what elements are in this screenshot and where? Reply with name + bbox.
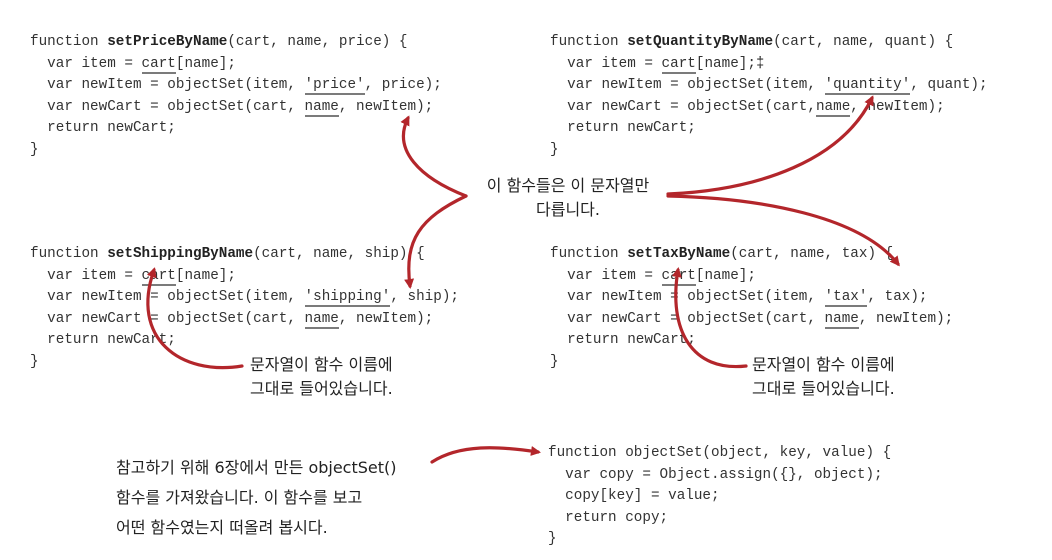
function-name: setQuantityByName bbox=[627, 34, 774, 50]
function-name: setPriceByName bbox=[107, 34, 228, 50]
code-text: [name]; bbox=[175, 267, 236, 284]
keyword-function: function bbox=[30, 34, 108, 50]
function-name: setShippingByName bbox=[107, 246, 254, 262]
annotation-line: 어떤 함수였는지 떠올려 봅시다. bbox=[116, 518, 328, 537]
keyword-function: function bbox=[550, 34, 628, 50]
code-text: var item = bbox=[30, 267, 142, 284]
code-line: var newCart = objectSet(cart, name, newI… bbox=[550, 309, 953, 331]
annotation-line: 그대로 들어있습니다. bbox=[250, 379, 393, 398]
function-name: setTaxByName bbox=[627, 246, 731, 262]
code-line: function setPriceByName(cart, name, pric… bbox=[30, 32, 442, 54]
code-line: function setTaxByName(cart, name, tax) { bbox=[550, 244, 953, 266]
code-text: [name];‡ bbox=[695, 55, 765, 72]
code-line: var newItem = objectSet(item, 'quantity'… bbox=[550, 75, 988, 97]
code-text: var item = bbox=[550, 267, 662, 284]
code-line: } bbox=[550, 141, 559, 158]
annotation-strings-differ: 이 함수들은 이 문자열만 다릅니다. bbox=[468, 174, 668, 222]
underlined-name: name bbox=[815, 98, 851, 117]
arrow-to-object-set bbox=[430, 446, 541, 464]
underlined-name: name bbox=[304, 310, 339, 329]
code-line: var newCart = objectSet(cart, name, newI… bbox=[30, 309, 459, 331]
function-params: (cart, name, tax) { bbox=[730, 246, 894, 262]
code-text: var newCart = objectSet(cart, bbox=[30, 98, 305, 115]
code-line: return newCart; bbox=[30, 120, 176, 136]
code-text: , newItem); bbox=[338, 98, 434, 115]
annotation-string-in-name-right: 문자열이 함수 이름에 그대로 들어있습니다. bbox=[752, 353, 895, 401]
code-line: } bbox=[30, 353, 39, 370]
code-line: return newCart; bbox=[30, 332, 176, 348]
keyword-function: function bbox=[30, 246, 108, 262]
annotation-line: 이 함수들은 이 문자열만 bbox=[486, 176, 650, 195]
code-line: var item = cart[name];‡ bbox=[550, 54, 988, 76]
underlined-name: name bbox=[824, 310, 859, 329]
function-params: (cart, name, quant) { bbox=[773, 34, 954, 50]
code-line: var newItem = objectSet(item, 'price', p… bbox=[30, 75, 442, 97]
code-line: return copy; bbox=[548, 509, 669, 526]
code-block-object-set: function objectSet(object, key, value) {… bbox=[548, 443, 891, 551]
code-line: var newCart = objectSet(cart,name, newIt… bbox=[550, 97, 988, 119]
underlined-string-key: 'price' bbox=[304, 77, 365, 95]
code-text: [name]; bbox=[175, 55, 236, 72]
underlined-string-key: 'tax' bbox=[824, 289, 868, 307]
code-text: , tax); bbox=[867, 289, 928, 305]
code-line: var newCart = objectSet(cart, name, newI… bbox=[30, 97, 442, 119]
keyword-function: function bbox=[550, 246, 628, 262]
annotation-line: 그대로 들어있습니다. bbox=[752, 379, 895, 398]
code-text: , newItem); bbox=[338, 310, 434, 327]
function-params: (cart, name, ship) { bbox=[253, 246, 425, 262]
code-text: var newItem = objectSet(item, bbox=[550, 77, 825, 93]
code-text: [name]; bbox=[695, 267, 756, 284]
code-line: function objectSet(object, key, value) { bbox=[548, 445, 892, 461]
underlined-cart: cart bbox=[141, 55, 176, 74]
code-text: , price); bbox=[364, 77, 442, 93]
code-line: } bbox=[30, 141, 39, 158]
code-text: , newItem); bbox=[850, 98, 945, 115]
code-block-set-price-by-name: function setPriceByName(cart, name, pric… bbox=[30, 32, 442, 161]
code-text: var newCart = objectSet(cart, bbox=[550, 310, 825, 327]
code-text: var newCart = objectSet(cart, bbox=[550, 98, 816, 115]
code-line: } bbox=[548, 531, 557, 547]
underlined-cart: cart bbox=[661, 267, 696, 286]
code-text: , newItem); bbox=[858, 310, 954, 327]
annotation-line: 함수를 가져왔습니다. 이 함수를 보고 bbox=[116, 488, 363, 507]
code-line: } bbox=[550, 353, 559, 370]
code-text: , quant); bbox=[910, 77, 988, 93]
annotation-object-set-reference: 참고하기 위해 6장에서 만든 objectSet() 함수를 가져왔습니다. … bbox=[116, 453, 397, 543]
code-line: var copy = Object.assign({}, object); bbox=[548, 466, 883, 483]
code-text: var newItem = objectSet(item, bbox=[30, 289, 305, 305]
code-text: var item = bbox=[550, 55, 662, 72]
code-line: var item = cart[name]; bbox=[550, 266, 953, 288]
annotation-string-in-name-left: 문자열이 함수 이름에 그대로 들어있습니다. bbox=[250, 353, 393, 401]
code-line: copy[key] = value; bbox=[548, 488, 720, 504]
code-text: var newItem = objectSet(item, bbox=[30, 77, 305, 93]
code-line: return newCart; bbox=[550, 332, 696, 348]
code-line: function setShippingByName(cart, name, s… bbox=[30, 244, 459, 266]
code-line: function setQuantityByName(cart, name, q… bbox=[550, 32, 988, 54]
annotation-line: 문자열이 함수 이름에 bbox=[752, 355, 895, 374]
annotation-line: 참고하기 위해 6장에서 만든 objectSet() bbox=[116, 458, 397, 477]
code-line: var item = cart[name]; bbox=[30, 266, 459, 288]
code-line: var newItem = objectSet(item, 'shipping'… bbox=[30, 287, 459, 309]
code-block-set-shipping-by-name: function setShippingByName(cart, name, s… bbox=[30, 244, 459, 373]
code-text: var item = bbox=[30, 55, 142, 72]
underlined-string-key: 'shipping' bbox=[304, 289, 391, 307]
code-text: , ship); bbox=[390, 289, 459, 305]
annotation-line: 문자열이 함수 이름에 bbox=[250, 355, 393, 374]
code-line: var item = cart[name]; bbox=[30, 54, 442, 76]
underlined-name: name bbox=[304, 98, 339, 117]
underlined-cart: cart bbox=[141, 267, 176, 286]
code-block-set-quantity-by-name: function setQuantityByName(cart, name, q… bbox=[550, 32, 988, 161]
code-line: return newCart; bbox=[550, 120, 696, 136]
code-line: var newItem = objectSet(item, 'tax', tax… bbox=[550, 287, 953, 309]
code-text: var newItem = objectSet(item, bbox=[550, 289, 825, 305]
annotation-line: 다릅니다. bbox=[536, 200, 600, 219]
underlined-string-key: 'quantity' bbox=[824, 77, 911, 95]
function-params: (cart, name, price) { bbox=[227, 34, 408, 50]
code-text: var newCart = objectSet(cart, bbox=[30, 310, 305, 327]
underlined-cart: cart bbox=[661, 55, 696, 74]
